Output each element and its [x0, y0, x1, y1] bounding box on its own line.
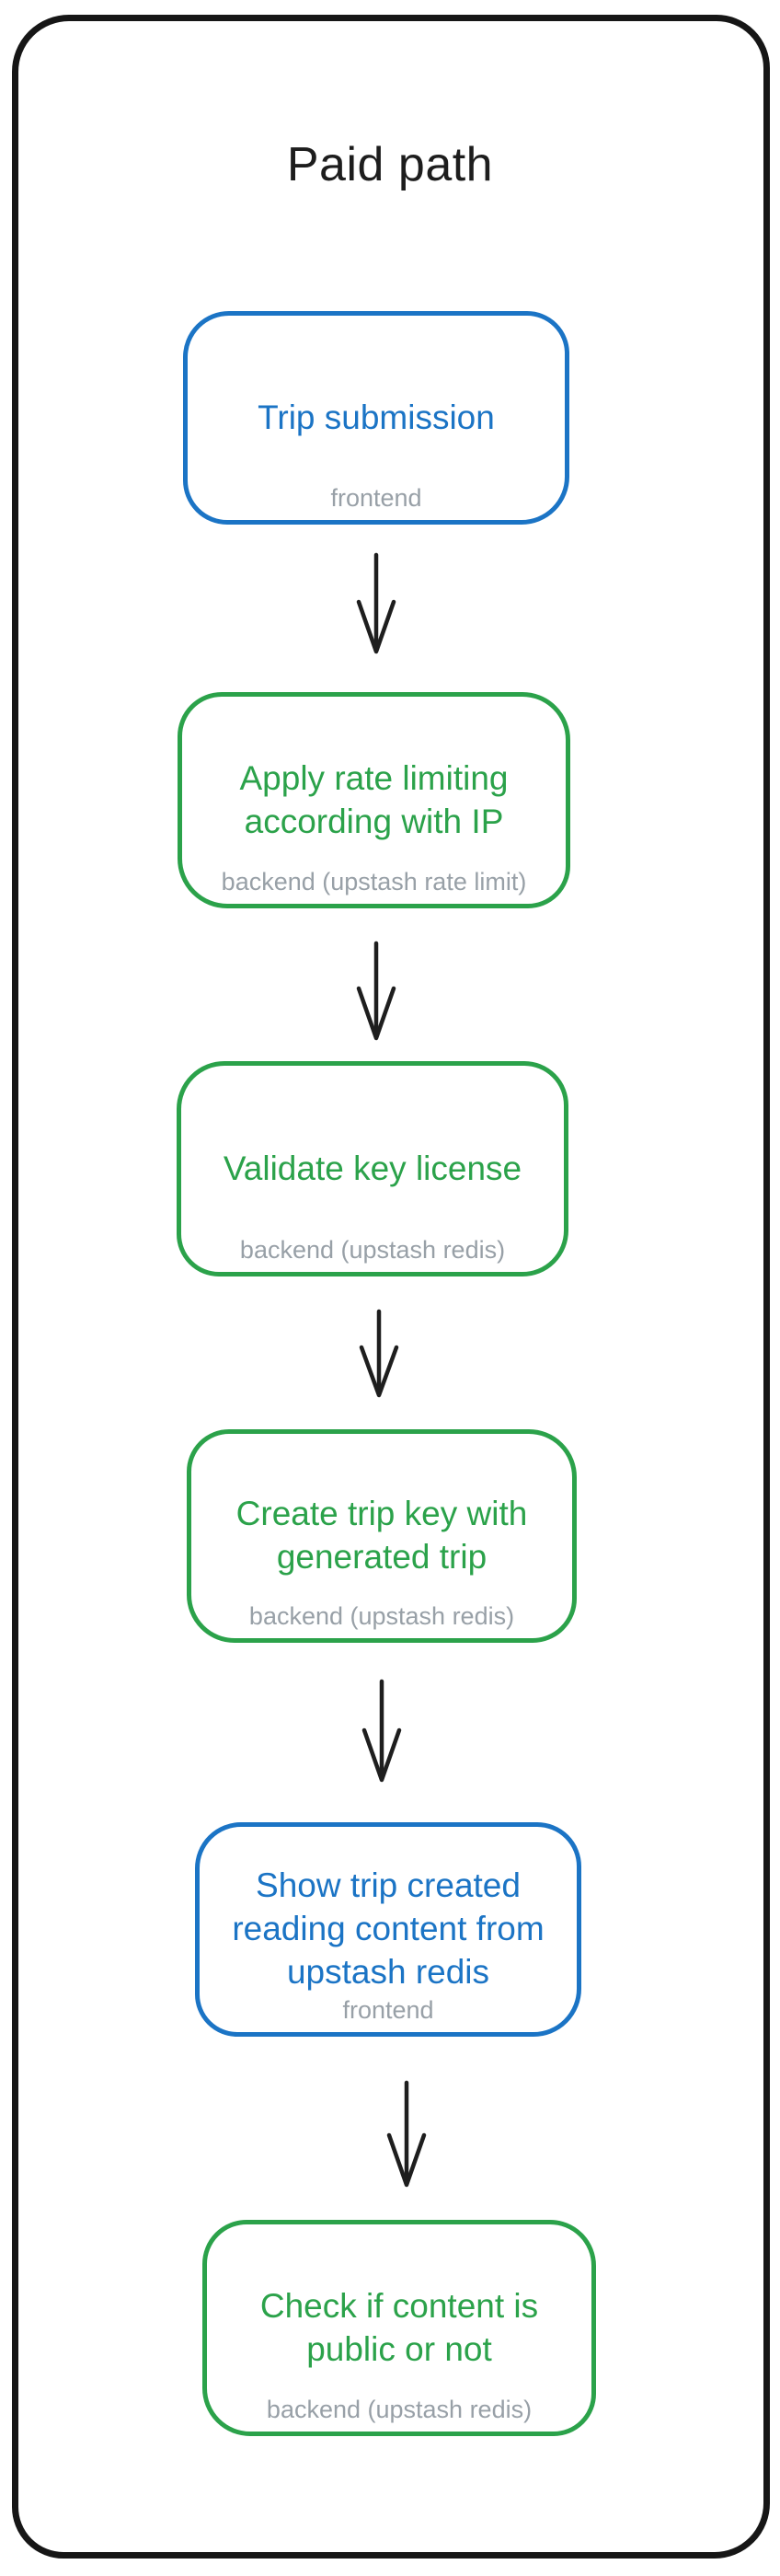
node-create-trip-key: Create trip key with generated trip back… [187, 1429, 577, 1643]
node-label: Trip submission [258, 398, 495, 436]
node-environment-label: backend (upstash redis) [239, 1235, 506, 1264]
down-arrow-icon [386, 2080, 427, 2188]
node-environment-label: frontend [342, 1995, 434, 2024]
node-show-trip-created: Show trip created reading content from u… [195, 1822, 581, 2037]
flow-connector [360, 1679, 404, 1784]
node-trip-submission: Trip submission frontend [183, 311, 569, 525]
down-arrow-icon [356, 941, 396, 1041]
node-label: Check if content is public or not [259, 2286, 539, 2368]
node-check-content-public: Check if content is public or not backen… [202, 2220, 596, 2436]
diagram-outer-frame [12, 15, 770, 2559]
down-arrow-icon [361, 1679, 402, 1783]
down-arrow-icon [359, 1309, 399, 1398]
node-environment-label: backend (upstash redis) [248, 1601, 515, 1630]
node-label: Show trip created reading content from u… [232, 1866, 545, 1991]
node-label: Apply rate limiting according with IP [239, 758, 509, 840]
node-environment-label: backend (upstash rate limit) [221, 867, 527, 895]
node-apply-rate-limiting: Apply rate limiting according with IP ba… [178, 692, 570, 908]
flow-connector [357, 1309, 401, 1399]
flow-connector [354, 552, 398, 655]
flow-connector [384, 2080, 429, 2189]
node-label: Validate key license [223, 1149, 522, 1187]
node-label: Create trip key with generated trip [235, 1495, 528, 1576]
node-environment-label: frontend [330, 483, 422, 512]
node-environment-label: backend (upstash redis) [266, 2395, 533, 2423]
diagram-title: Paid path [286, 138, 494, 191]
flow-connector [354, 941, 398, 1042]
down-arrow-icon [356, 552, 396, 654]
node-validate-key-license: Validate key license backend (upstash re… [177, 1061, 568, 1276]
